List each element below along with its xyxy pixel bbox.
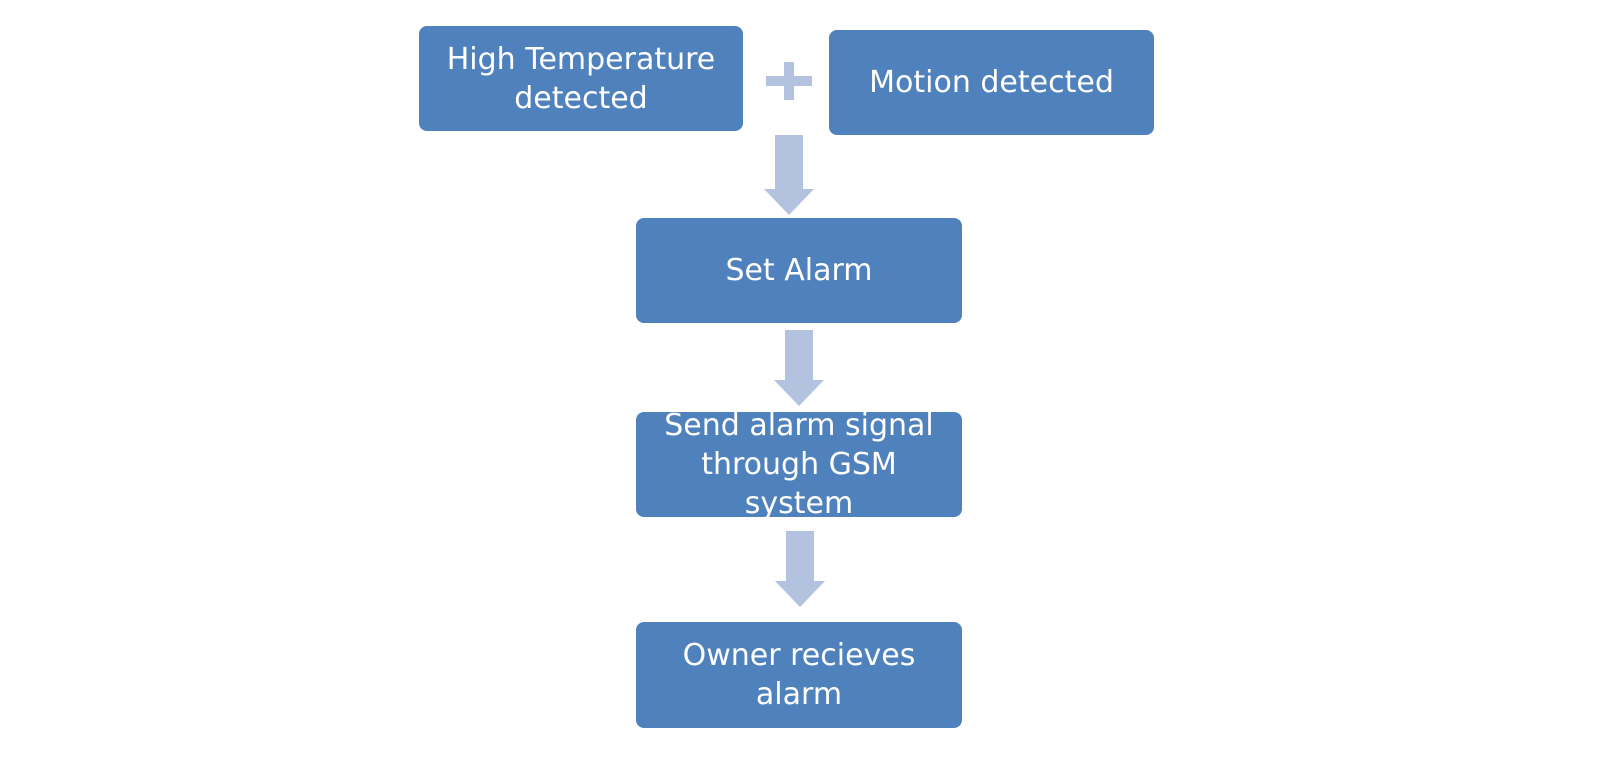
plus-icon xyxy=(766,62,812,100)
down-arrow-icon xyxy=(774,330,824,406)
down-arrow-icon xyxy=(775,531,825,607)
send-signal-node: Send alarm signal through GSM system xyxy=(636,408,962,521)
motion-detected-node: Motion detected xyxy=(829,30,1154,135)
high-temperature-node: High Temperature detected xyxy=(419,26,743,131)
set-alarm-node: Set Alarm xyxy=(636,218,962,323)
down-arrow-icon xyxy=(764,135,814,215)
owner-receives-node: Owner recieves alarm xyxy=(636,622,962,728)
